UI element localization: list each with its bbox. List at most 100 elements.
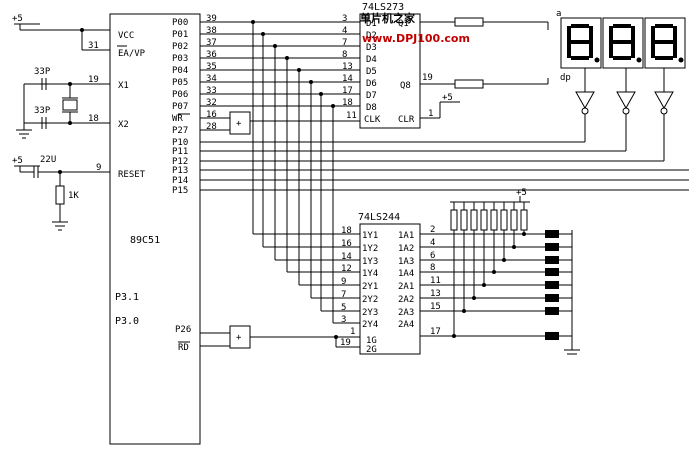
- display-dp: [636, 57, 642, 63]
- display-segment: [673, 42, 677, 58]
- mcu-p26-label: P26: [175, 325, 191, 335]
- latch-d-label: D3: [366, 43, 377, 53]
- junction-dots: [58, 20, 526, 339]
- display-segment: [571, 56, 589, 60]
- buffer-a-pin: 2: [430, 225, 435, 235]
- display-segment: [613, 24, 631, 28]
- buffer-g2-label: 2G: [366, 345, 377, 355]
- buffer-name: 74LS244: [358, 212, 400, 223]
- buffer-y-label: 2Y4: [362, 320, 378, 330]
- junction-dot: [502, 258, 506, 262]
- watermark-url: www.DPJ100.com: [362, 32, 470, 45]
- buffer-a-pin: 11: [430, 276, 441, 286]
- junction-dot: [58, 170, 62, 174]
- buffer-y-label: 1Y2: [362, 244, 378, 254]
- mcu-pin-label: P12: [172, 157, 188, 167]
- mcu-p30-label: P3.0: [115, 316, 139, 327]
- mcu-pin-label: P10: [172, 138, 188, 148]
- latch-d-pin: 13: [342, 62, 353, 72]
- mcu-pin-number: 35: [206, 62, 217, 72]
- buffer-a-label: 2A3: [398, 308, 414, 318]
- latch-clk-label: CLK: [364, 115, 381, 125]
- display-segment: [655, 40, 673, 44]
- latch-clr-label: CLR: [398, 115, 415, 125]
- mcu-reset-pin: 9: [96, 163, 101, 173]
- mcu-pin-label: P03: [172, 54, 188, 64]
- mcu-pin-number: 39: [206, 14, 217, 24]
- buffer-y-pin: 14: [341, 252, 352, 262]
- mcu-rd-label: RD: [178, 343, 189, 353]
- junction-dot: [472, 296, 476, 300]
- reset-plus-label: +5: [12, 156, 23, 166]
- display-segment: [651, 42, 655, 58]
- display-segment: [567, 26, 571, 42]
- buffer-y-label: 2Y1: [362, 282, 378, 292]
- mcu-pin-label: P04: [172, 66, 188, 76]
- display-segment: [673, 26, 677, 42]
- junction-dot: [522, 232, 526, 236]
- latch-q8-pin: 19: [422, 73, 433, 83]
- buffer-a-label: 2A1: [398, 282, 414, 292]
- mcu-pin-label: P07: [172, 102, 188, 112]
- latch-d-pin: 17: [342, 86, 353, 96]
- buffer-y-label: 1Y1: [362, 231, 378, 241]
- junction-dot: [309, 80, 313, 84]
- mcu-pin-number: 33: [206, 86, 217, 96]
- buffer-a-pin: 15: [430, 302, 441, 312]
- mcu-x1-label: X1: [118, 81, 129, 91]
- mcu-body: [109, 13, 201, 445]
- push-switch: [545, 268, 559, 276]
- mcu-pin-number: 16: [206, 110, 217, 120]
- buffer-a-pin: 6: [430, 251, 435, 261]
- latch-d-pin: 7: [342, 38, 347, 48]
- buffer-a-pin: 8: [430, 263, 435, 273]
- junction-dot: [334, 335, 338, 339]
- mcu-pin-label: P01: [172, 30, 188, 40]
- junction-dot: [492, 270, 496, 274]
- cap3-label: 22U: [40, 155, 56, 165]
- display-segment: [631, 42, 635, 58]
- junction-dot: [482, 283, 486, 287]
- push-switch: [545, 230, 559, 238]
- buffer-y-label: 2Y3: [362, 308, 378, 318]
- push-switch: [545, 294, 559, 302]
- latch-body: [359, 13, 421, 129]
- cap2-label: 33P: [34, 106, 51, 116]
- buffer-a-label: 1A1: [398, 231, 414, 241]
- display-segment: [567, 42, 571, 58]
- display-segment: [571, 40, 589, 44]
- latch-q1-label: Q1: [398, 19, 409, 29]
- latch-d-pin: 14: [342, 74, 353, 84]
- latch-q8-label: Q8: [400, 81, 411, 91]
- display-segment: [609, 42, 613, 58]
- display-segment: [651, 26, 655, 42]
- junction-dot: [251, 20, 255, 24]
- display-segment: [655, 56, 673, 60]
- junction-dot: [512, 245, 516, 249]
- push-switch: [545, 307, 559, 315]
- mcu-pin-label: P14: [172, 176, 188, 186]
- push-switch: [545, 243, 559, 251]
- buffer-a-label: 1A4: [398, 269, 414, 279]
- buffer-y-pin: 12: [341, 264, 352, 274]
- buffer-plus-label: +5: [516, 188, 527, 198]
- junction-dot: [261, 32, 265, 36]
- mcu-pin-number: 37: [206, 38, 217, 48]
- buffer-y-pin: 9: [341, 277, 346, 287]
- mcu-pin-label: P05: [172, 78, 188, 88]
- junction-dot: [273, 44, 277, 48]
- mcu-pin-number: 36: [206, 50, 217, 60]
- display-segment: [589, 42, 593, 58]
- latch-d-label: D5: [366, 67, 377, 77]
- or-gate-2-symbol: +: [236, 333, 242, 343]
- latch-clk-pin: 11: [346, 111, 357, 121]
- mcu-reset-label: RESET: [118, 170, 146, 180]
- display-seg-dp: dp: [560, 73, 571, 83]
- buffer-a-label: 1A3: [398, 257, 414, 267]
- mcu-name: 89C51: [130, 235, 160, 246]
- display-segment: [613, 56, 631, 60]
- latch-name: 74LS273: [362, 2, 404, 13]
- mcu-pin-label: P02: [172, 42, 188, 52]
- latch-clr-pin: 1: [428, 109, 433, 119]
